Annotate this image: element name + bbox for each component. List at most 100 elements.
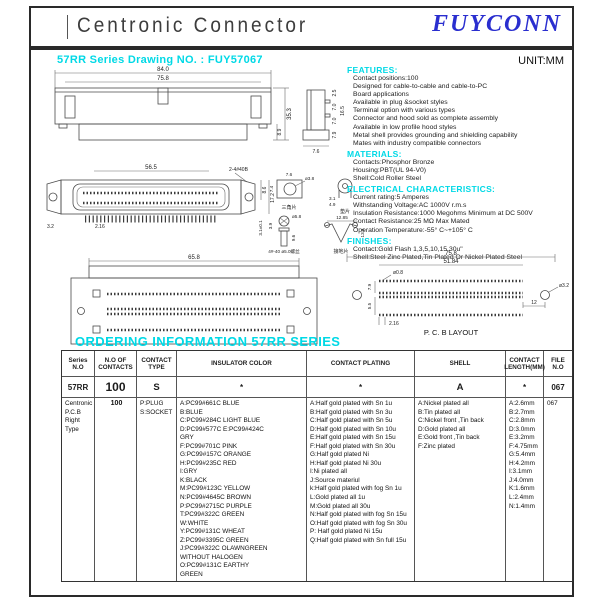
dim-spring-w: 12.85 [336,215,348,220]
list-line: Available in plug &socket styles [353,99,448,107]
list-line: Type [65,425,79,433]
list-line: N:Half gold plated with fog Sn 15u [310,511,407,519]
list-line: Housing:PBT(UL 94-V0) [353,166,427,174]
dim-side-7-0b: 7.0 [332,117,338,124]
col-header-length: CONTACT LENGTH(MM) [504,351,545,377]
code-plating: * [307,377,415,398]
label-screw: 4#-40 ø5.0螺丝 [268,248,300,255]
sheet-frame: 57RR Series Drawing NO. : FUY57067 UNIT:… [29,48,574,597]
list-line: O:Half gold plated with fog Sn 30u [310,519,407,527]
list-line: J:Source materiul [310,476,360,484]
list-line: M:PC99#123C YELLOW [180,485,251,493]
list-line: I:3.1mm [509,468,533,476]
list-line: Connector and hood sold as complete asse… [353,115,499,123]
list-line: Q:Half gold plated with Sn full 15u [310,536,407,544]
list-line: Designed for cable-to-cable and cable-to… [353,83,488,91]
list-line: T:PC99#322C GREEN [180,511,245,519]
finishes-heading: FINISHES: [347,235,392,246]
dim-35-3: 35.3 [287,108,293,120]
list-line: P:PC99#2715C PURPLE [180,502,252,510]
brand-logo: FUYCONN [431,11,562,37]
list-line: F:4.75mm [509,442,538,450]
list-line: Insulation Resistance:1000 Megohms Minim… [353,210,533,218]
dim-75-8: 75.8 [157,76,169,82]
list-line: C:Nickel front ,Tin back [418,417,484,425]
list-line: H:Half gold plated Ni 30u [310,459,382,467]
col-header-series: Series N.O [62,351,95,377]
drawing-pcb-layout: 75.8 51.84 ø0.8 ø3.2 12 2.16 7.9 5.5 P. … [346,251,569,337]
features-heading: FEATURES: [347,65,398,75]
list-line: B:Tin plated all [418,408,461,416]
label-triangle-clip: 三角片 [281,204,296,211]
list-line: E:Half gold plated with Sn 15u [310,434,396,442]
list-line: A:Nickel plated all [418,400,469,407]
series-title: 57RR Series Drawing NO. : FUY57067 [57,54,263,66]
list-line: Operation Temperature:-55° C~+105° C [353,226,473,234]
dim-3-2: 3.2 [47,224,54,230]
dim-2-16: 2.16 [95,224,105,230]
dim-side-2-5: 2.5 [332,89,338,96]
header-divider [67,15,68,39]
list-line: J:4.0mm [509,476,534,484]
label-washer: 垫片 [340,208,350,215]
drawing-rear-view: 65.8 [70,255,318,345]
list-line: Z:PC99#3395C GREEN [180,536,249,544]
list-line: F:Half gold plated with Sn 30u [310,442,396,450]
dim-washer-2: 4.9 [329,202,336,207]
list-line: J:PC99#322C OLAWNGREEN [180,545,268,553]
list-line: P: Half gold plated Ni 15u [310,528,383,536]
code-file: 067 [544,377,572,398]
list-line: L:Gold plated all 1u [310,494,366,502]
dim-clip-w: 7.6 [286,172,293,177]
list-line: N:PC99#4645C BROWN [180,494,252,502]
list-line: Withstanding Voltage:AC 1000V r.m.s [353,202,467,210]
list-line: D:Gold plated all [418,425,466,433]
dim-washer-1: 3.1 [329,196,336,201]
col-header-shell: SHELL [415,351,506,377]
drawing-front-view: 84.0 75.8 35.3 8.9 2.5 7.0 16.5 7.0 [54,67,346,155]
cell-contacts: 100 [95,398,137,582]
header-band: Centronic Connector FUYCONN [29,6,574,48]
dim-screw-len: 9.6 [291,234,296,241]
list-line: G:PC99#157C ORANGE [180,451,252,459]
list-line: M:Gold plated all 30u [310,502,371,510]
list-line: GRY [180,434,194,442]
dim-v-5-5: 5.5 [367,302,372,309]
dim-screw-head: ø5.8 [292,214,302,219]
list-line: Contact positions:100 [353,75,419,82]
col-header-type: CONTACT TYPE [137,351,177,377]
list-line: B:Half gold plated with Sn 3u [310,408,393,416]
list-line: G:Half gold plated Ni [310,451,369,459]
list-line: D:Half gold plated with Sn 10u [310,425,396,433]
code-insulator: * [177,377,307,398]
cell-file: 067 [547,400,558,407]
dim-side-7-0a: 7.0 [332,103,338,110]
dim-3-1: 3.1±0.1 [258,220,263,236]
list-line: H:PC99#235C RED [180,459,237,467]
list-line: Right [65,417,80,425]
list-line: Contact:Gold Flash 1,3,5,10,15,30u" [353,245,463,253]
note-screw: 2-4#40B [229,167,249,173]
list-line: W:WHITE [180,519,209,527]
dim-84: 84.0 [157,67,169,73]
list-line: F:PC99#701C PINK [180,442,238,450]
dim-side-16-5: 16.5 [340,106,346,116]
ordering-heading: ORDERING INFORMATION 57RR SERIES [75,334,341,349]
label-spring-clip: 接地片 [333,248,348,255]
drawing-face-view: 56.5 2-4#40B 8.6 17.2 3.2 2.16 3.1±0.1 3… [46,165,365,255]
list-line: E:3.2mm [509,434,535,442]
list-line: D:PC99#577C E:PC99#424C [180,425,264,433]
ordering-table: Series N.O N.O OF CONTACTS CONTACT TYPE … [61,350,573,583]
list-line: B:BLUE [180,408,203,416]
list-line: S:SOCKET [140,408,173,416]
list-line: G:5.4mm [509,451,536,459]
